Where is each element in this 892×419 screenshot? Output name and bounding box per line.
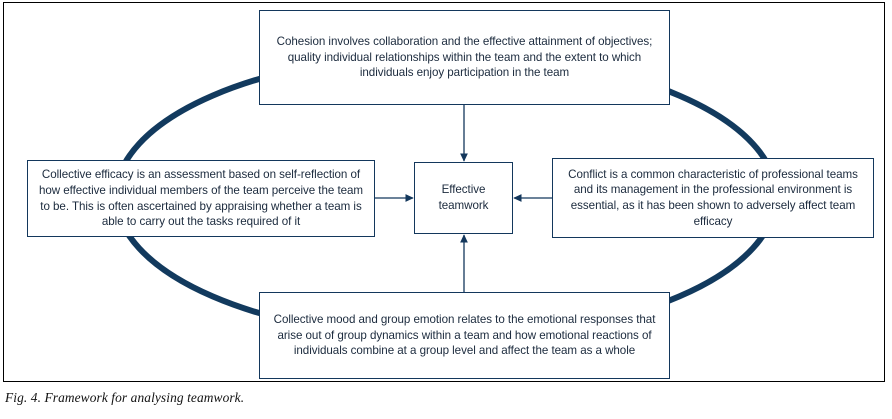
node-collective-efficacy: Collective efficacy is an assessment bas… bbox=[27, 160, 375, 237]
figure-caption: Fig. 4. Framework for analysing teamwork… bbox=[5, 390, 245, 405]
node-cohesion: Cohesion involves collaboration and the … bbox=[259, 10, 670, 105]
connector-arrows bbox=[375, 105, 552, 292]
node-effective-teamwork: Effective teamwork bbox=[414, 162, 513, 234]
node-collective-mood: Collective mood and group emotion relate… bbox=[259, 292, 670, 379]
node-conflict: Conflict is a common characteristic of p… bbox=[552, 158, 874, 238]
node-conflict-text: Conflict is a common characteristic of p… bbox=[568, 167, 858, 228]
node-effective-teamwork-text: Effective teamwork bbox=[438, 183, 489, 212]
node-collective-mood-text: Collective mood and group emotion relate… bbox=[273, 313, 656, 358]
node-cohesion-text: Cohesion involves collaboration and the … bbox=[276, 35, 653, 80]
node-collective-efficacy-text: Collective efficacy is an assessment bas… bbox=[38, 168, 364, 229]
